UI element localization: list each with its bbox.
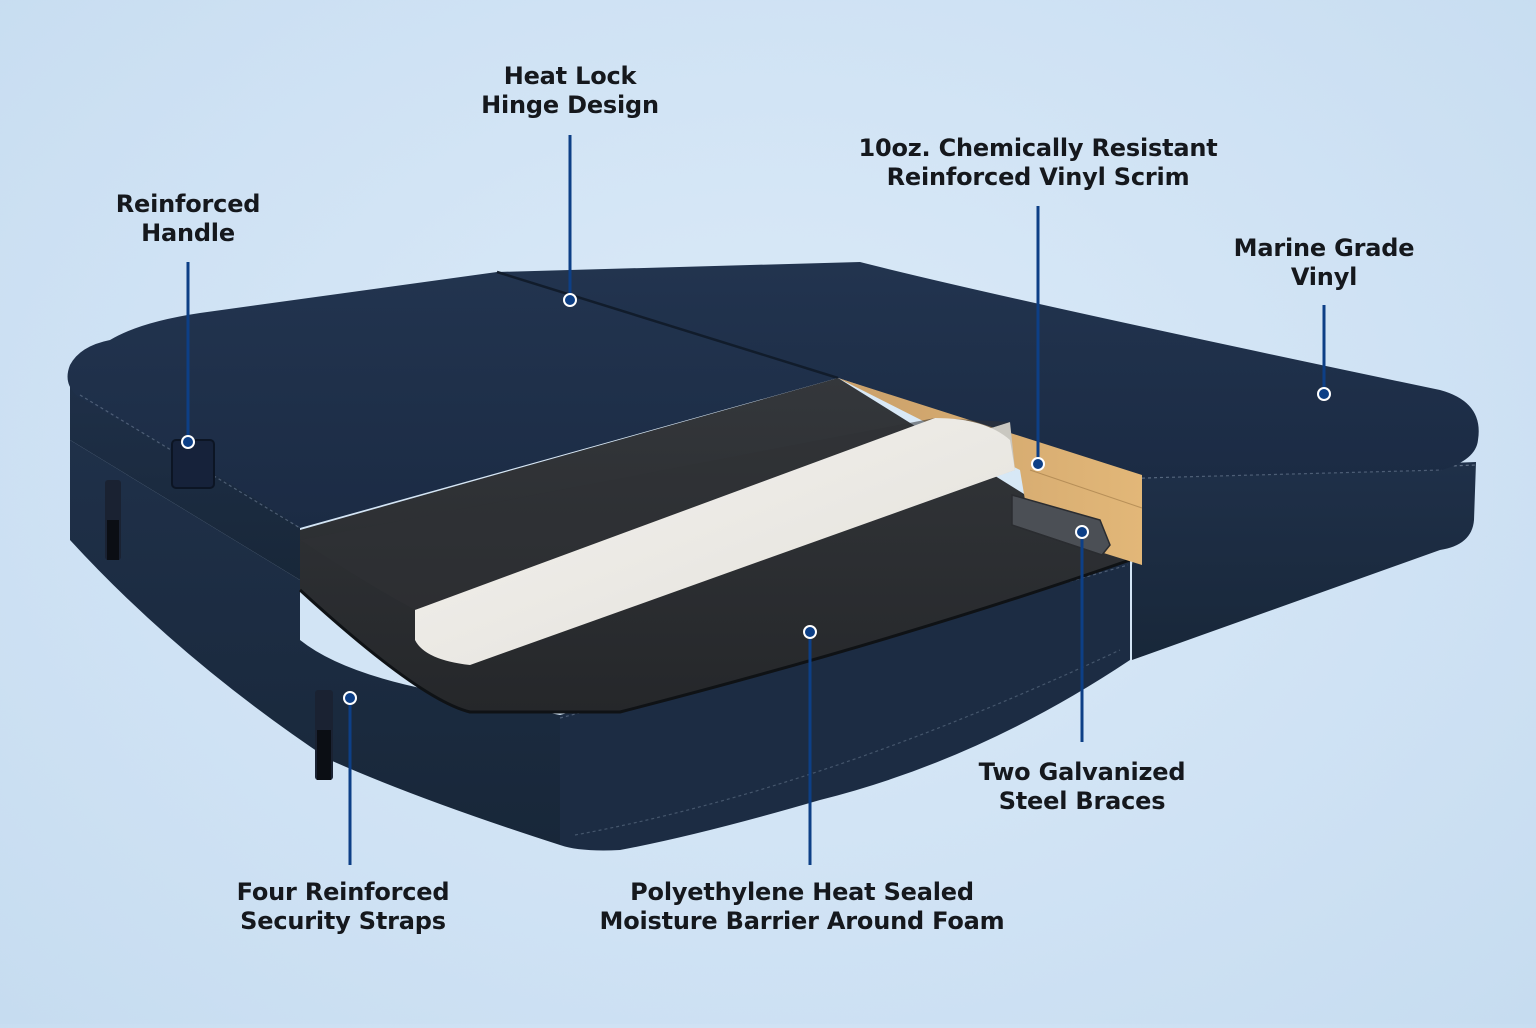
right-lid-side bbox=[1132, 462, 1476, 660]
label-reinforced-handle: Reinforced Handle bbox=[116, 190, 261, 248]
label-moisture-barrier: Polyethylene Heat Sealed Moisture Barrie… bbox=[600, 878, 1005, 936]
dot-security-straps bbox=[343, 691, 357, 705]
label-vinyl-scrim-line2: Reinforced Vinyl Scrim bbox=[886, 163, 1190, 191]
dot-marine-vinyl bbox=[1317, 387, 1331, 401]
right-lid-top bbox=[497, 262, 1479, 478]
dot-steel-braces bbox=[1075, 525, 1089, 539]
label-heat-lock-hinge: Heat Lock Hinge Design bbox=[481, 62, 659, 120]
label-handle-line1: Reinforced bbox=[115, 190, 261, 218]
label-marine-vinyl-line2: Vinyl bbox=[1290, 263, 1358, 291]
label-vinyl-scrim: 10oz. Chemically Resistant Reinforced Vi… bbox=[859, 134, 1218, 192]
dot-moisture-barrier bbox=[803, 625, 817, 639]
leader-dots bbox=[181, 293, 1331, 705]
steel-brace bbox=[1011, 494, 1111, 556]
handle bbox=[171, 439, 215, 489]
label-vinyl-scrim-line1: 10oz. Chemically Resistant bbox=[858, 134, 1218, 162]
label-handle-line2: Handle bbox=[141, 219, 235, 247]
label-steel-braces-line2: Steel Braces bbox=[998, 787, 1166, 815]
left-lid-top bbox=[67, 272, 839, 528]
base-skirt-front bbox=[560, 560, 1130, 851]
leader-lines bbox=[186, 135, 1326, 865]
label-moisture-barrier-line2: Moisture Barrier Around Foam bbox=[599, 907, 1005, 935]
label-moisture-barrier-line1: Polyethylene Heat Sealed bbox=[630, 878, 974, 906]
label-security-straps: Four Reinforced Security Straps bbox=[237, 878, 450, 936]
hinge-seam bbox=[496, 270, 839, 380]
dot-heat-lock bbox=[563, 293, 577, 307]
label-marine-vinyl: Marine Grade Vinyl bbox=[1234, 234, 1415, 292]
dot-handle bbox=[181, 435, 195, 449]
foam-core bbox=[415, 418, 1015, 665]
label-marine-vinyl-line1: Marine Grade bbox=[1233, 234, 1415, 262]
label-security-straps-line1: Four Reinforced bbox=[236, 878, 450, 906]
dot-vinyl-scrim bbox=[1031, 457, 1045, 471]
label-heat-lock-line2: Hinge Design bbox=[481, 91, 659, 119]
base-skirt-left bbox=[70, 440, 560, 845]
label-steel-braces: Two Galvanized Steel Braces bbox=[979, 758, 1186, 816]
label-security-straps-line2: Security Straps bbox=[240, 907, 446, 935]
label-steel-braces-line1: Two Galvanized bbox=[978, 758, 1186, 786]
label-heat-lock-line1: Heat Lock bbox=[503, 62, 637, 90]
